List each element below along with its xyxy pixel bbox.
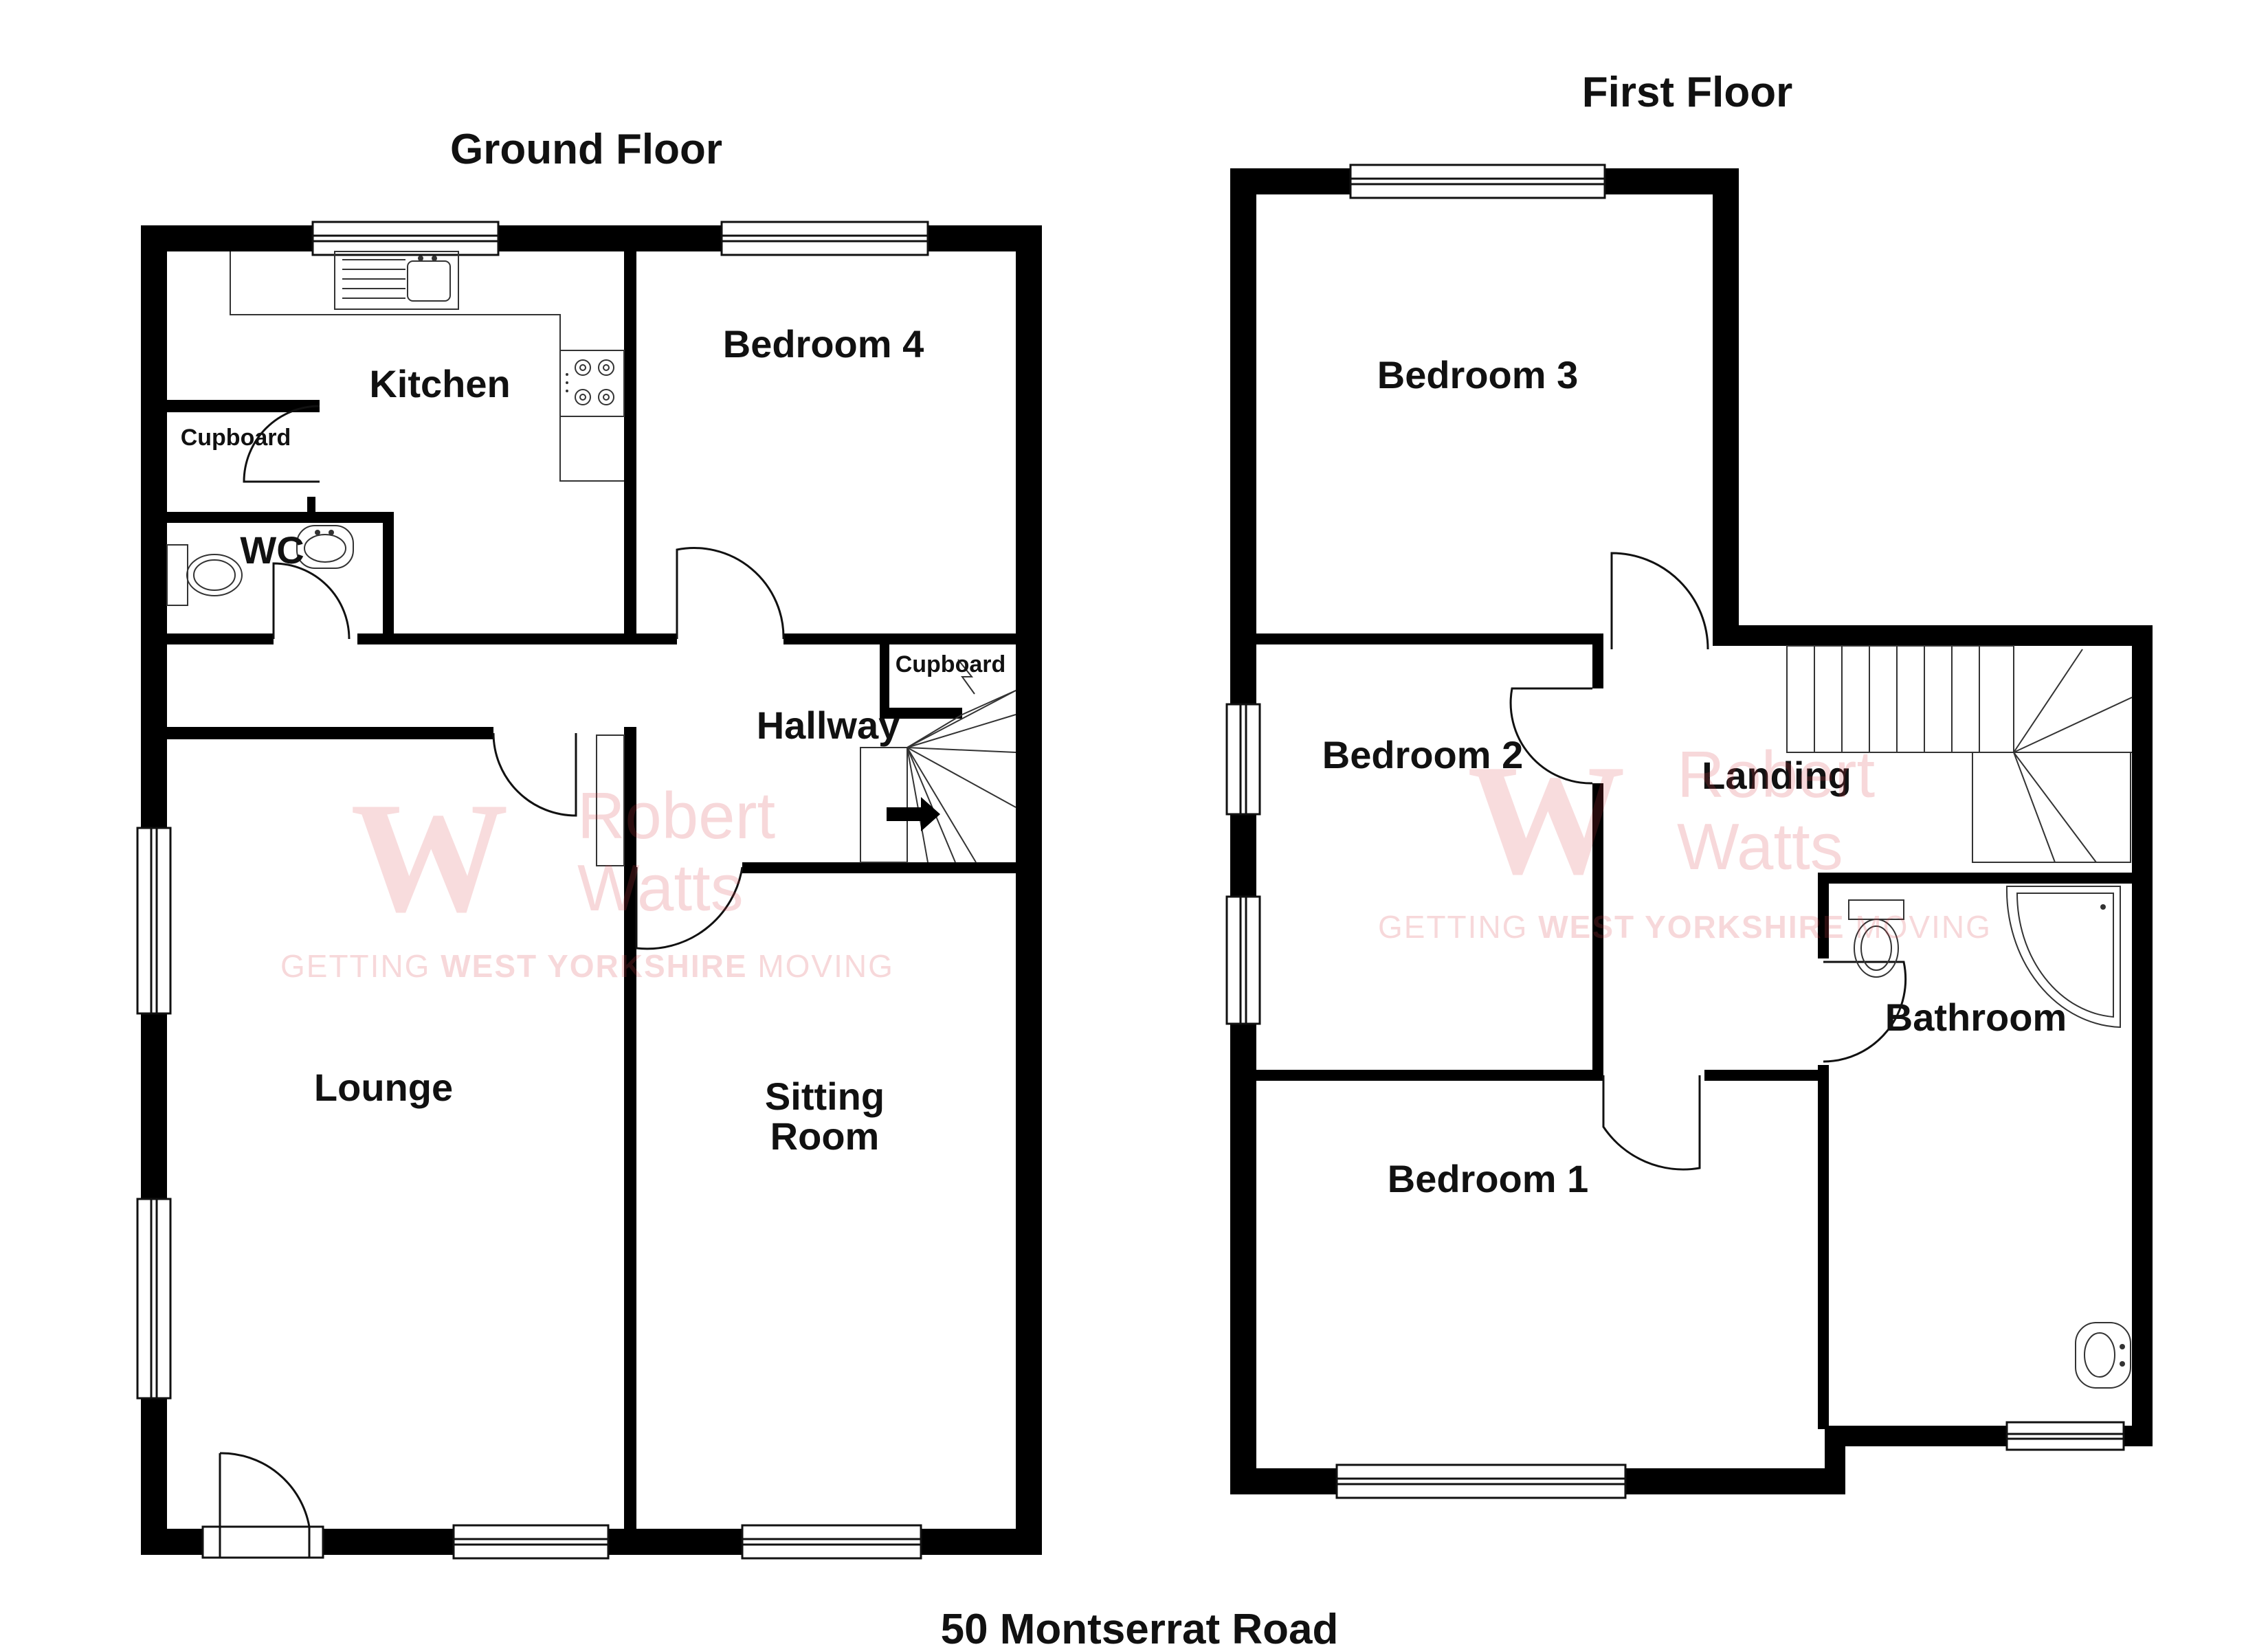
hallway-label: Hallway [757, 704, 900, 747]
bedroom4-label: Bedroom 4 [723, 322, 924, 366]
cupboard-hall-left [880, 633, 889, 716]
door-swing [272, 562, 351, 640]
bedroom3-bottom-wall [1256, 633, 1603, 644]
ground-floor: Ground Floor Kitchen Bedroom 4 Cupboard … [136, 126, 1042, 1560]
arrow-right-icon [887, 797, 940, 831]
window [136, 1198, 172, 1400]
door-swing [1610, 552, 1709, 650]
wc-label: WC [240, 528, 304, 572]
first-outer-wall-right [2132, 625, 2153, 1446]
bedroom2-label: Bedroom 2 [1322, 733, 1524, 776]
first-outer-wall-step [1713, 625, 2153, 646]
door-swing [492, 732, 577, 817]
wc-bottom-left [167, 633, 274, 644]
door-swing [243, 405, 320, 483]
wc-top-wall [167, 512, 394, 523]
ground-outer-wall-right [1016, 225, 1042, 1555]
watermark: W Robert Watts GETTING WEST YORKSHIRE MO… [1378, 732, 1992, 945]
bedroom1-top-right [1704, 1070, 1828, 1081]
window [741, 1524, 922, 1560]
lounge-top-left [167, 727, 493, 739]
first-outer-wall-left [1230, 168, 1256, 1494]
hall-bedroom4-wall [783, 633, 1016, 644]
sitting-top-wall [742, 862, 1016, 873]
watermark: W Robert Watts GETTING WEST YORKSHIRE MO… [280, 770, 894, 984]
door-jamb [596, 734, 625, 866]
ground-floor-title: Ground Floor [450, 126, 722, 173]
bathroom-left-upper [1818, 876, 1829, 958]
first-floor-title: First Floor [1582, 69, 1793, 116]
watermark-name-2: Watts [1677, 810, 1843, 884]
sink-icon [334, 251, 459, 310]
wc-bottom-right [357, 633, 677, 644]
kitchen-label: Kitchen [369, 362, 510, 405]
basin-icon [296, 525, 354, 569]
window [452, 1524, 610, 1560]
window [311, 221, 500, 256]
window [720, 221, 929, 256]
door-swing [1602, 1075, 1701, 1171]
bedroom1-label: Bedroom 1 [1388, 1157, 1589, 1200]
cupboard-hall-label: Cupboard [896, 651, 1006, 677]
stairs-icon [860, 659, 1016, 863]
cupboard-top-wall [167, 400, 320, 412]
shower-icon [2005, 886, 2121, 1029]
basin-icon [2075, 1322, 2131, 1389]
bathroom-top-wall [1818, 873, 2137, 884]
property-title: 50 Montserrat Road [941, 1606, 1339, 1649]
cupboard-hall-bottom [880, 708, 962, 719]
window [2005, 1421, 2125, 1451]
window [1225, 703, 1261, 816]
bedroom2-right-upper [1592, 633, 1603, 688]
watermark-name-2: Watts [577, 851, 744, 925]
bathroom-left-wall [1818, 1065, 1829, 1429]
sitting-room-label-1: Sitting [765, 1075, 885, 1118]
lounge-label: Lounge [314, 1066, 453, 1109]
bedroom3-label: Bedroom 3 [1377, 353, 1579, 396]
wc-right-wall [383, 512, 394, 639]
cupboard-kitchen-label: Cupboard [181, 425, 291, 451]
watermark-tagline: GETTING WEST YORKSHIRE MOVING [280, 948, 894, 984]
lounge-sitting-wall [624, 727, 636, 1531]
door-swing [635, 866, 744, 950]
bathroom-label: Bathroom [1885, 996, 2067, 1039]
window [1335, 1463, 1627, 1499]
window [1225, 895, 1261, 1025]
toilet-icon [166, 544, 243, 606]
kitchen-bedroom4-wall [624, 225, 636, 639]
stairs-icon [1786, 645, 2133, 863]
hob-icon [559, 350, 625, 417]
kitchen-worktop [230, 251, 624, 482]
watermark-name-1: Robert [577, 779, 775, 853]
landing-label: Landing [1702, 754, 1852, 797]
bedroom2-bottom-wall [1256, 1070, 1603, 1081]
sitting-room-label-2: Room [770, 1114, 880, 1158]
wc-divider [307, 497, 315, 517]
bedroom2-right-lower [1592, 783, 1603, 1072]
first-floor: First Floor Bedroom 3 Bedroom 2 Landing … [1225, 69, 2153, 1499]
window [136, 827, 172, 1015]
first-outer-wall-right-upper [1713, 168, 1739, 646]
front-door [201, 1452, 324, 1559]
watermark-logo: W [1467, 732, 1625, 907]
window [1349, 164, 1606, 199]
watermark-tagline: GETTING WEST YORKSHIRE MOVING [1378, 909, 1992, 945]
door-swing [1509, 687, 1593, 785]
watermark-logo: W [351, 770, 509, 945]
toilet-icon [1848, 899, 1904, 978]
watermark-name-1: Robert [1677, 738, 1875, 811]
door-swing [1823, 961, 1907, 1063]
door-swing [676, 547, 785, 640]
